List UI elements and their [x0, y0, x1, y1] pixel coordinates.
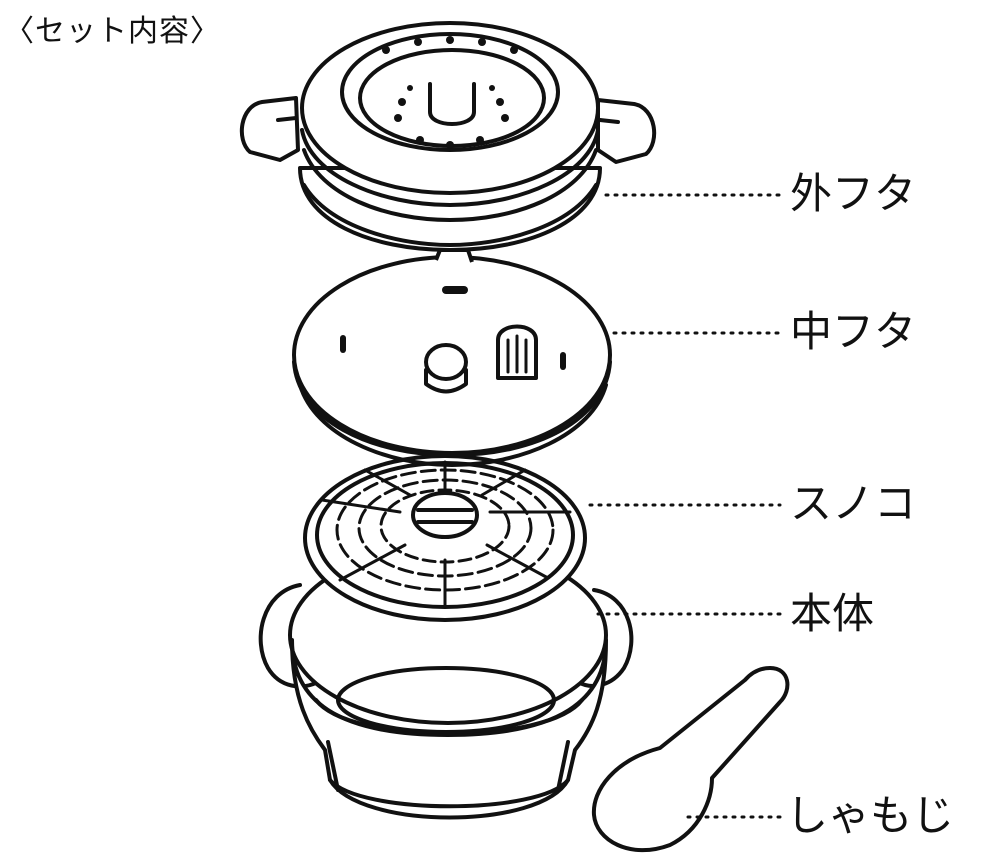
- inner-lid-icon: [292, 248, 612, 467]
- label-inner-lid: 中フタ: [790, 307, 917, 356]
- rice-paddle-icon: [591, 666, 790, 853]
- label-pot-body: 本体: [790, 589, 875, 638]
- leader-lines: [588, 193, 782, 819]
- label-outer-lid: 外フタ: [790, 169, 917, 218]
- outer-lid-icon: [240, 21, 657, 252]
- label-steam-rack: スノコ: [790, 479, 917, 528]
- label-rice-paddle: しゃもじ: [786, 791, 955, 840]
- page-title: 〈セット内容〉: [4, 14, 221, 49]
- steam-rack-icon: [303, 454, 587, 622]
